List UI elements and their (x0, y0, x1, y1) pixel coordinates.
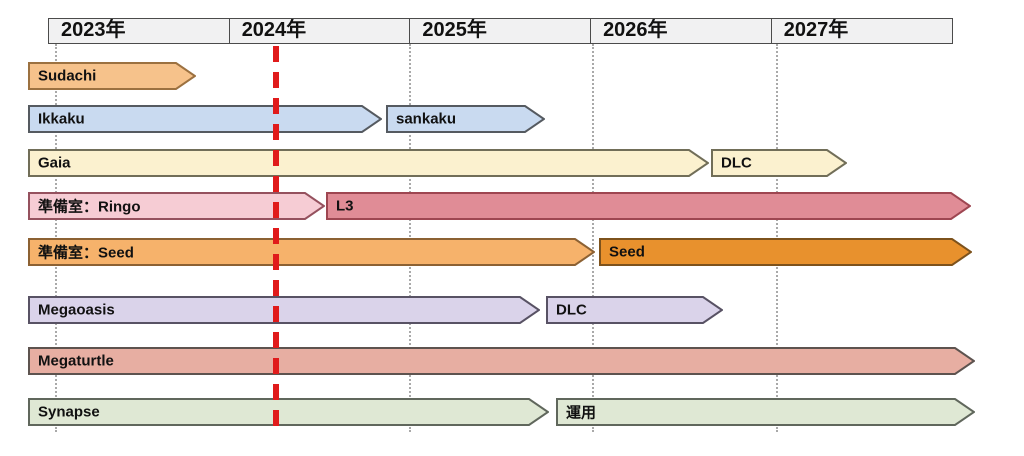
bar-arrow-shape (326, 192, 971, 220)
gantt-bar: Ikkaku (28, 105, 382, 133)
bar-arrow-shape (28, 149, 709, 177)
bar-label: Ikkaku (38, 110, 85, 128)
bar-label: DLC (556, 301, 587, 319)
gantt-bar: Seed (599, 238, 972, 266)
bar-arrow-shape (28, 105, 382, 133)
bar-label: 準備室：Seed (38, 244, 134, 262)
year-header-cell: 2025年 (409, 18, 592, 44)
bar-label: DLC (721, 154, 752, 172)
bar-label: Seed (609, 243, 645, 261)
year-header-cell: 2023年 (48, 18, 231, 44)
gantt-bar: 準備室：Seed (28, 238, 595, 266)
gantt-bar: Gaia (28, 149, 709, 177)
bar-label: L3 (336, 197, 354, 215)
gantt-bar: 運用 (556, 398, 975, 426)
year-header-cell: 2027年 (770, 18, 953, 44)
bar-arrow-shape (28, 192, 325, 220)
bar-label: 準備室：Ringo (38, 198, 141, 216)
gantt-bar: DLC (546, 296, 723, 324)
bar-label: Gaia (38, 154, 71, 172)
year-gridline (592, 44, 594, 432)
gantt-bar: Synapse (28, 398, 549, 426)
bar-arrow-shape (711, 149, 847, 177)
gantt-bar: L3 (326, 192, 971, 220)
bar-label: Megaoasis (38, 301, 115, 319)
gantt-bar: DLC (711, 149, 847, 177)
bar-arrow-shape (28, 296, 540, 324)
bar-label: sankaku (396, 110, 457, 128)
bar-arrow-shape (546, 296, 723, 324)
gantt-bar: 準備室：Ringo (28, 192, 325, 220)
gantt-bar: sankaku (386, 105, 545, 133)
gantt-bar: Sudachi (28, 62, 196, 90)
bar-arrow-shape (386, 105, 545, 133)
bar-label: Sudachi (38, 67, 97, 85)
bar-arrow-shape (28, 62, 196, 90)
bar-arrow-shape (28, 347, 975, 375)
bar-label: Synapse (38, 403, 100, 421)
bar-label: 運用 (566, 404, 597, 422)
gantt-bar: Megaoasis (28, 296, 540, 324)
today-marker-line (273, 46, 279, 434)
bar-label: Megaturtle (38, 352, 114, 370)
gantt-bar: Megaturtle (28, 347, 975, 375)
bar-arrow-shape (556, 398, 975, 426)
year-header-cell: 2024年 (228, 18, 411, 44)
bar-arrow-shape (28, 398, 549, 426)
bar-arrow-shape (28, 238, 595, 266)
bar-arrow-shape (599, 238, 972, 266)
year-header-cell: 2026年 (590, 18, 773, 44)
